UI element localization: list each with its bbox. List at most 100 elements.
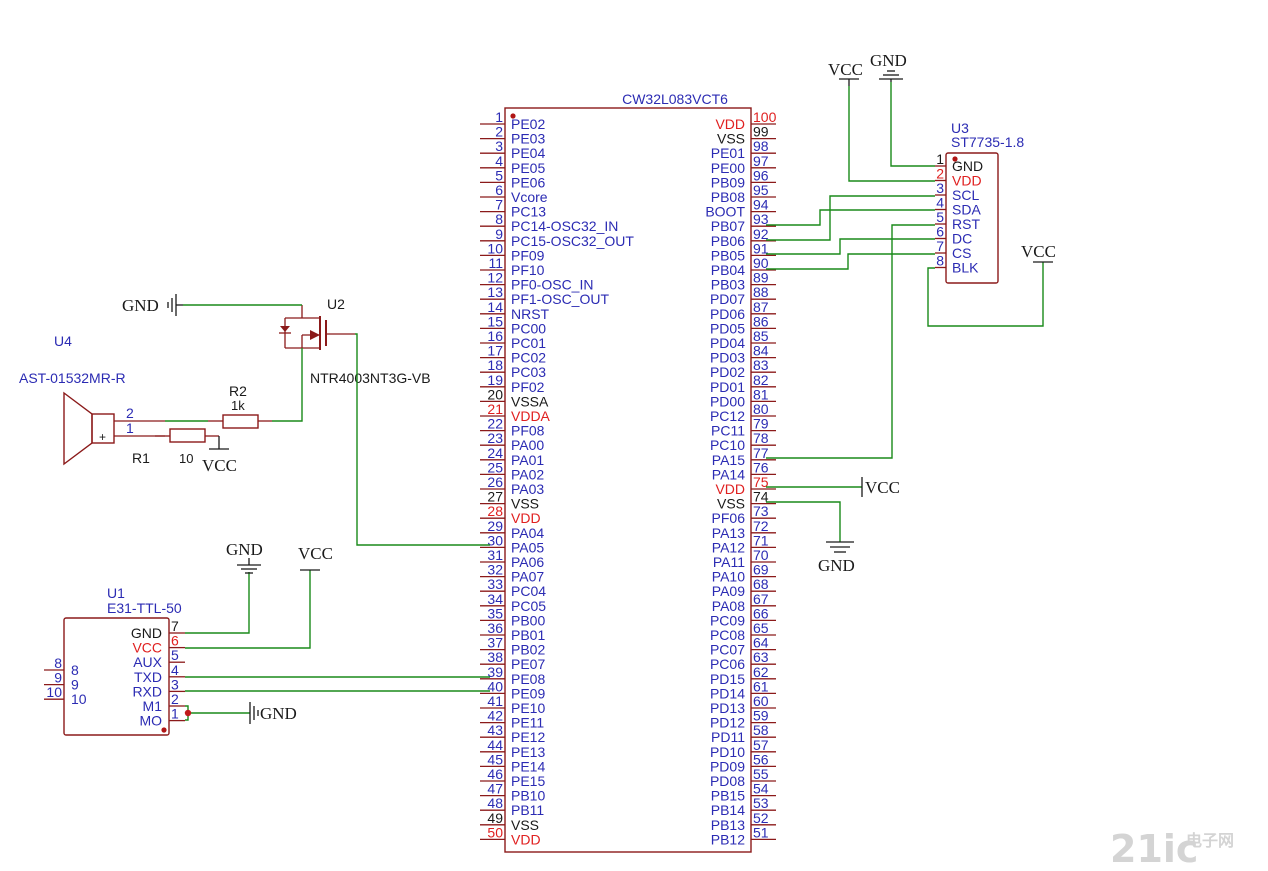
r2-resistor[interactable]: R2 1k (208, 383, 272, 429)
mcu-pin-label: PA03 (511, 481, 544, 497)
mcu-pin-label: PE13 (511, 744, 545, 760)
mcu-pin-number: 35 (487, 605, 503, 621)
mcu-pin-number: 3 (495, 138, 503, 154)
mcu-pin-number: 39 (487, 664, 503, 680)
mcu-pin-label: PB05 (711, 247, 745, 263)
mcu-pin-number: 70 (753, 547, 769, 563)
gnd-label-74: GND (818, 556, 855, 575)
gnd-symbol-u1-mode: GND (249, 702, 297, 724)
u1-pin-number: 7 (171, 618, 179, 634)
mcu-pin-number: 72 (753, 518, 769, 534)
r1-resistor[interactable]: R1 10 (132, 428, 219, 466)
mcu-pin-label: PB04 (711, 262, 745, 278)
mcu-pin-label: VDD (511, 510, 541, 526)
mcu-pin-number: 44 (487, 737, 503, 753)
mcu-pin-label: PB10 (511, 788, 545, 804)
mcu-pin-label: PF10 (511, 262, 545, 278)
mcu-pin-number: 57 (753, 737, 769, 753)
u1-pin-label: RXD (132, 683, 162, 699)
mcu-pin-number: 15 (487, 313, 503, 329)
mcu-pin-number: 100 (753, 109, 777, 125)
vcc-symbol-75: VCC (861, 477, 900, 497)
r2-value: 1k (231, 398, 245, 413)
mcu-pin-number: 50 (487, 824, 503, 840)
u1-pin-label: TXD (134, 669, 162, 685)
mcu-pin-label: PE09 (511, 685, 545, 701)
mcu-pin-label: PB06 (711, 233, 745, 249)
mcu-pin-label: PF1-OSC_OUT (511, 291, 609, 307)
mcu-pin-number: 23 (487, 430, 503, 446)
mcu-pin-label: VSS (717, 131, 745, 147)
mcu-pin-label: PD05 (710, 320, 745, 336)
mcu-pin-label: PB15 (711, 788, 745, 804)
mcu-pin-number: 71 (753, 532, 769, 548)
mcu-pin-label: PB01 (511, 627, 545, 643)
gnd-label-u3: GND (870, 51, 907, 70)
mcu-pin-number: 82 (753, 372, 769, 388)
mcu-pin-number: 36 (487, 620, 503, 636)
mcu-pin-label: PF0-OSC_IN (511, 277, 593, 293)
u1-pin-number: 1 (171, 706, 179, 722)
r2-ref: R2 (229, 383, 247, 399)
mcu-pin-label: PA01 (511, 452, 544, 468)
mcu-pin-label: VSS (511, 496, 539, 512)
mcu-pin-label: PE10 (511, 700, 545, 716)
mcu-pin-number: 43 (487, 722, 503, 738)
u1-left-pin-number: 10 (46, 684, 62, 700)
speaker-plus: + (99, 430, 106, 444)
mcu-pin-number: 88 (753, 284, 769, 300)
mcu-pin-label: PD15 (710, 671, 745, 687)
u3-pin-label: RST (952, 216, 980, 232)
mcu-pin-number: 33 (487, 576, 503, 592)
gnd-symbol-74: GND (818, 541, 855, 575)
mcu-pin-label: PD03 (710, 350, 745, 366)
u3-part: ST7735-1.8 (951, 134, 1024, 150)
mcu-pin-label: PC02 (511, 350, 546, 366)
mcu-pin-number: 29 (487, 518, 503, 534)
u3-pin-number: 8 (936, 253, 944, 269)
mcu-pin-label: PC06 (710, 656, 745, 672)
mcu-pin-number: 46 (487, 766, 503, 782)
mcu-pin-number: 81 (753, 386, 769, 402)
watermark-brand: 21ic (1110, 827, 1198, 871)
u4-speaker[interactable]: U4 AST-01532MR-R + 2 1 (19, 333, 165, 466)
mcu-pin-number: 63 (753, 649, 769, 665)
wire-cs-pb04 (766, 253, 935, 270)
mcu-pin-number: 87 (753, 299, 769, 315)
mcu-pin-label: PE08 (511, 671, 545, 687)
vcc-symbol-r1: VCC (202, 448, 237, 475)
mcu-pin-label: PE05 (511, 160, 545, 176)
vcc-label-blk: VCC (1021, 242, 1056, 261)
mcu-pin-number: 95 (753, 182, 769, 198)
mcu-pin-number: 68 (753, 576, 769, 592)
mcu-pin-label: PC15-OSC32_OUT (511, 233, 634, 249)
u1-pin-number: 6 (171, 633, 179, 649)
mcu-pin-number: 91 (753, 240, 769, 256)
r2-body (222, 414, 259, 429)
mcu-pin-label: PE15 (511, 773, 545, 789)
mosfet-symbol (279, 305, 355, 350)
mcu-pin-number: 16 (487, 328, 503, 344)
power-symbols: GND VCC GND VCC GND (122, 51, 1056, 724)
vcc-label-u1: VCC (298, 544, 333, 563)
u2-mosfet[interactable]: U2 NTR4003NT3G-VB (279, 296, 431, 386)
mcu-pin1-marker (510, 113, 516, 119)
u4-part: AST-01532MR-R (19, 370, 126, 386)
mcu-pin-number: 60 (753, 693, 769, 709)
wire-sda-pb07 (766, 209, 935, 226)
mcu-pin-label: PA05 (511, 539, 544, 555)
mcu-pin-number: 75 (753, 474, 769, 490)
mcu-pin-number: 55 (753, 766, 769, 782)
u3-pin-number: 2 (936, 166, 944, 182)
u1-part: E31-TTL-50 (107, 600, 182, 616)
mcu-pin-label: PC05 (511, 598, 546, 614)
mcu-pin-number: 67 (753, 591, 769, 607)
mcu-pin-number: 14 (487, 299, 503, 315)
mcu-pin-number: 32 (487, 562, 503, 578)
u1-ref: U1 (107, 585, 125, 601)
mcu-pin-number: 79 (753, 416, 769, 432)
mcu-pin-number: 51 (753, 824, 769, 840)
